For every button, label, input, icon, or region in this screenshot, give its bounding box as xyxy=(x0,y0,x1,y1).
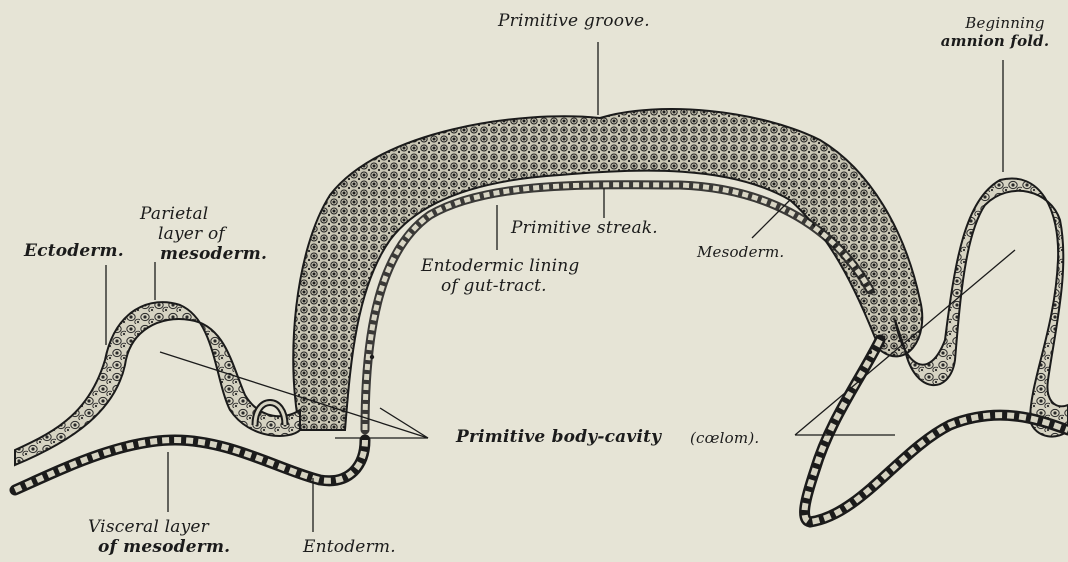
label-layer-of: layer of xyxy=(158,225,225,243)
label-parietal: Parietal xyxy=(140,205,208,223)
label-beginning: Beginning xyxy=(955,14,1055,32)
label-visceral-layer: Visceral layer xyxy=(88,518,209,536)
label-primitive-streak: Primitive streak. xyxy=(511,219,658,237)
label-primitive-groove: Primitive groove. xyxy=(498,12,650,30)
label-ectoderm: Ectoderm. xyxy=(24,242,124,260)
label-mesoderm-parietal: mesoderm. xyxy=(160,245,267,263)
label-coelom: (cœlom). xyxy=(690,429,759,447)
label-amnion-fold: amnion fold. xyxy=(930,32,1060,50)
label-of-mesoderm: of mesoderm. xyxy=(98,538,230,556)
label-entodermic-lining: Entodermic lining xyxy=(421,257,579,275)
label-gut-tract: of gut-tract. xyxy=(441,277,547,295)
label-primitive-body-cavity: Primitive body-cavity xyxy=(456,428,661,446)
label-entoderm: Entoderm. xyxy=(303,538,396,556)
label-mesoderm: Mesoderm. xyxy=(697,243,784,261)
